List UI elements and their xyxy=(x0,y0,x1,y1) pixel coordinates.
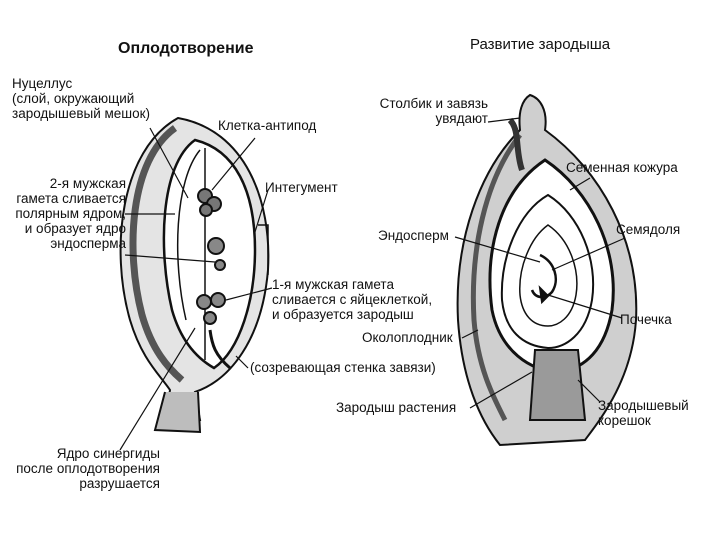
label-bud: Почечка xyxy=(620,312,672,327)
label-style-ovary: Столбик и завязь увядают xyxy=(356,96,488,126)
label-first-gamete: 1-я мужская гамета сливается с яйцеклетк… xyxy=(272,277,432,322)
label-ovary-wall: (созревающая стенка завязи) xyxy=(250,360,436,375)
label-embryo: Зародыш растения xyxy=(336,400,456,415)
label-seed-coat: Семенная кожура xyxy=(566,160,678,175)
label-synergid: Ядро синергиды после оплодотворения разр… xyxy=(2,446,160,491)
label-endosperm: Эндосперм xyxy=(378,228,449,243)
label-cotyledon: Семядоля xyxy=(616,222,680,237)
seed-illustration xyxy=(458,95,637,445)
label-pericarp: Околоплодник xyxy=(362,330,453,345)
ovule-illustration xyxy=(121,118,269,432)
right-title: Развитие зародыша xyxy=(470,36,610,53)
label-nucellus: Нуцеллус (слой, окружающий зародышевый м… xyxy=(12,76,150,121)
label-integument: Интегумент xyxy=(265,180,338,195)
label-radicle: Зародышевый корешок xyxy=(598,398,689,428)
label-second-gamete: 2-я мужская гамета сливается полярным яд… xyxy=(6,176,126,251)
left-title: Оплодотворение xyxy=(118,40,253,58)
label-antipodal: Клетка-антипод xyxy=(218,118,316,133)
